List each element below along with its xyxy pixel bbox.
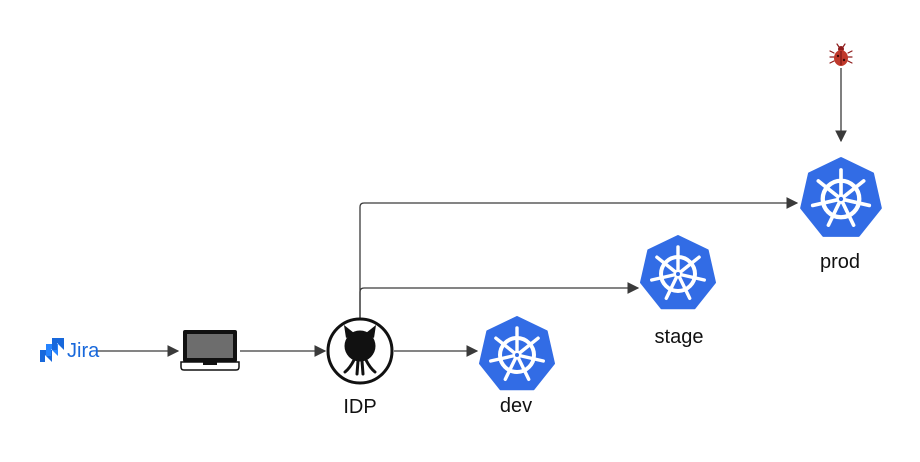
laptop-icon <box>180 330 240 371</box>
dev-label: dev <box>500 395 532 417</box>
laptop-node[interactable] <box>180 330 240 371</box>
prod-label: prod <box>820 251 860 273</box>
edge-idp-stage <box>359 282 640 318</box>
jira-logo-icon <box>40 338 64 362</box>
bug-icon <box>829 43 853 66</box>
stage-node[interactable]: stage <box>639 234 717 348</box>
prod-kubernetes-icon <box>801 158 881 236</box>
stage-kubernetes-icon <box>639 234 717 311</box>
prod-node[interactable]: prod <box>801 158 881 273</box>
edges <box>96 68 847 357</box>
bug-node[interactable] <box>829 43 853 66</box>
dev-node[interactable]: dev <box>478 315 556 417</box>
idp-label: IDP <box>343 396 376 418</box>
stage-label: stage <box>655 326 704 348</box>
idp-node[interactable]: IDP <box>326 317 394 418</box>
dev-kubernetes-icon <box>478 315 556 392</box>
edge-idp-prod <box>359 197 799 318</box>
jira-node[interactable]: Jira <box>40 338 100 362</box>
github-octocat-icon <box>326 317 394 385</box>
jira-label: Jira <box>67 340 100 362</box>
